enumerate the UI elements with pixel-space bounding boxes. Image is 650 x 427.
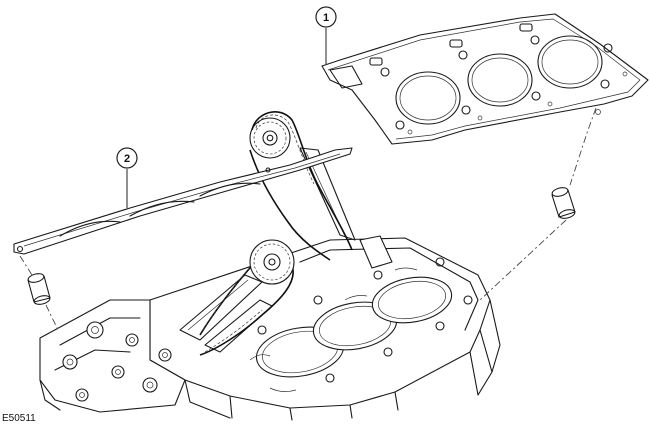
sprocket-lower (249, 239, 295, 285)
sprocket-upper (249, 117, 291, 159)
callout-1: 1 (315, 6, 337, 64)
head-gasket-2 (13, 147, 353, 255)
head-gasket-1 (321, 13, 649, 145)
callout-2: 2 (116, 147, 138, 208)
alignment-lines (19, 107, 597, 331)
callout-2-label: 2 (124, 153, 130, 165)
engine-block (149, 237, 501, 421)
figure-id: E50511 (2, 413, 36, 424)
dowel-pin-right (551, 187, 576, 219)
dowel-pin-left (27, 273, 51, 305)
front-timing-cover (39, 299, 186, 413)
callout-1-label: 1 (323, 12, 329, 24)
